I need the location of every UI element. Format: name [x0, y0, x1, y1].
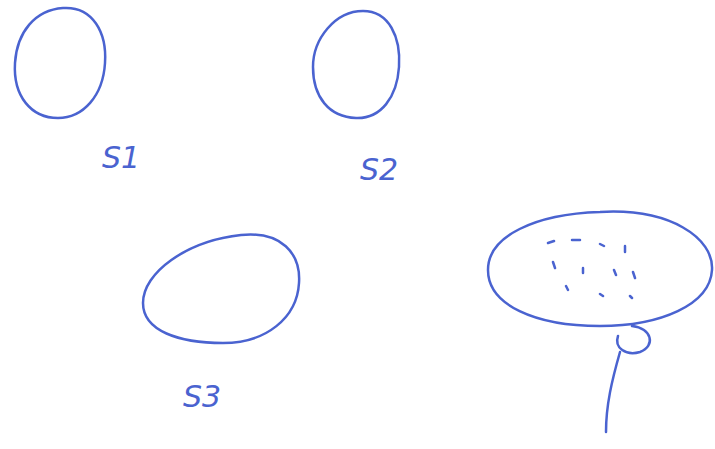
- oval-shape: S1: [10, 5, 150, 190]
- oval-tail: [606, 326, 650, 432]
- oval-shape: S3: [135, 232, 315, 442]
- set-label: S1: [102, 143, 140, 173]
- dotted-oval: [488, 212, 712, 326]
- set-label: S3: [183, 382, 221, 412]
- oval-shape: S2: [300, 8, 450, 193]
- oval-outline: [140, 232, 304, 348]
- oval-outline: [310, 10, 404, 122]
- set-label: S2: [360, 155, 398, 185]
- oval-dots: [548, 240, 635, 298]
- oval-outline: [12, 7, 108, 121]
